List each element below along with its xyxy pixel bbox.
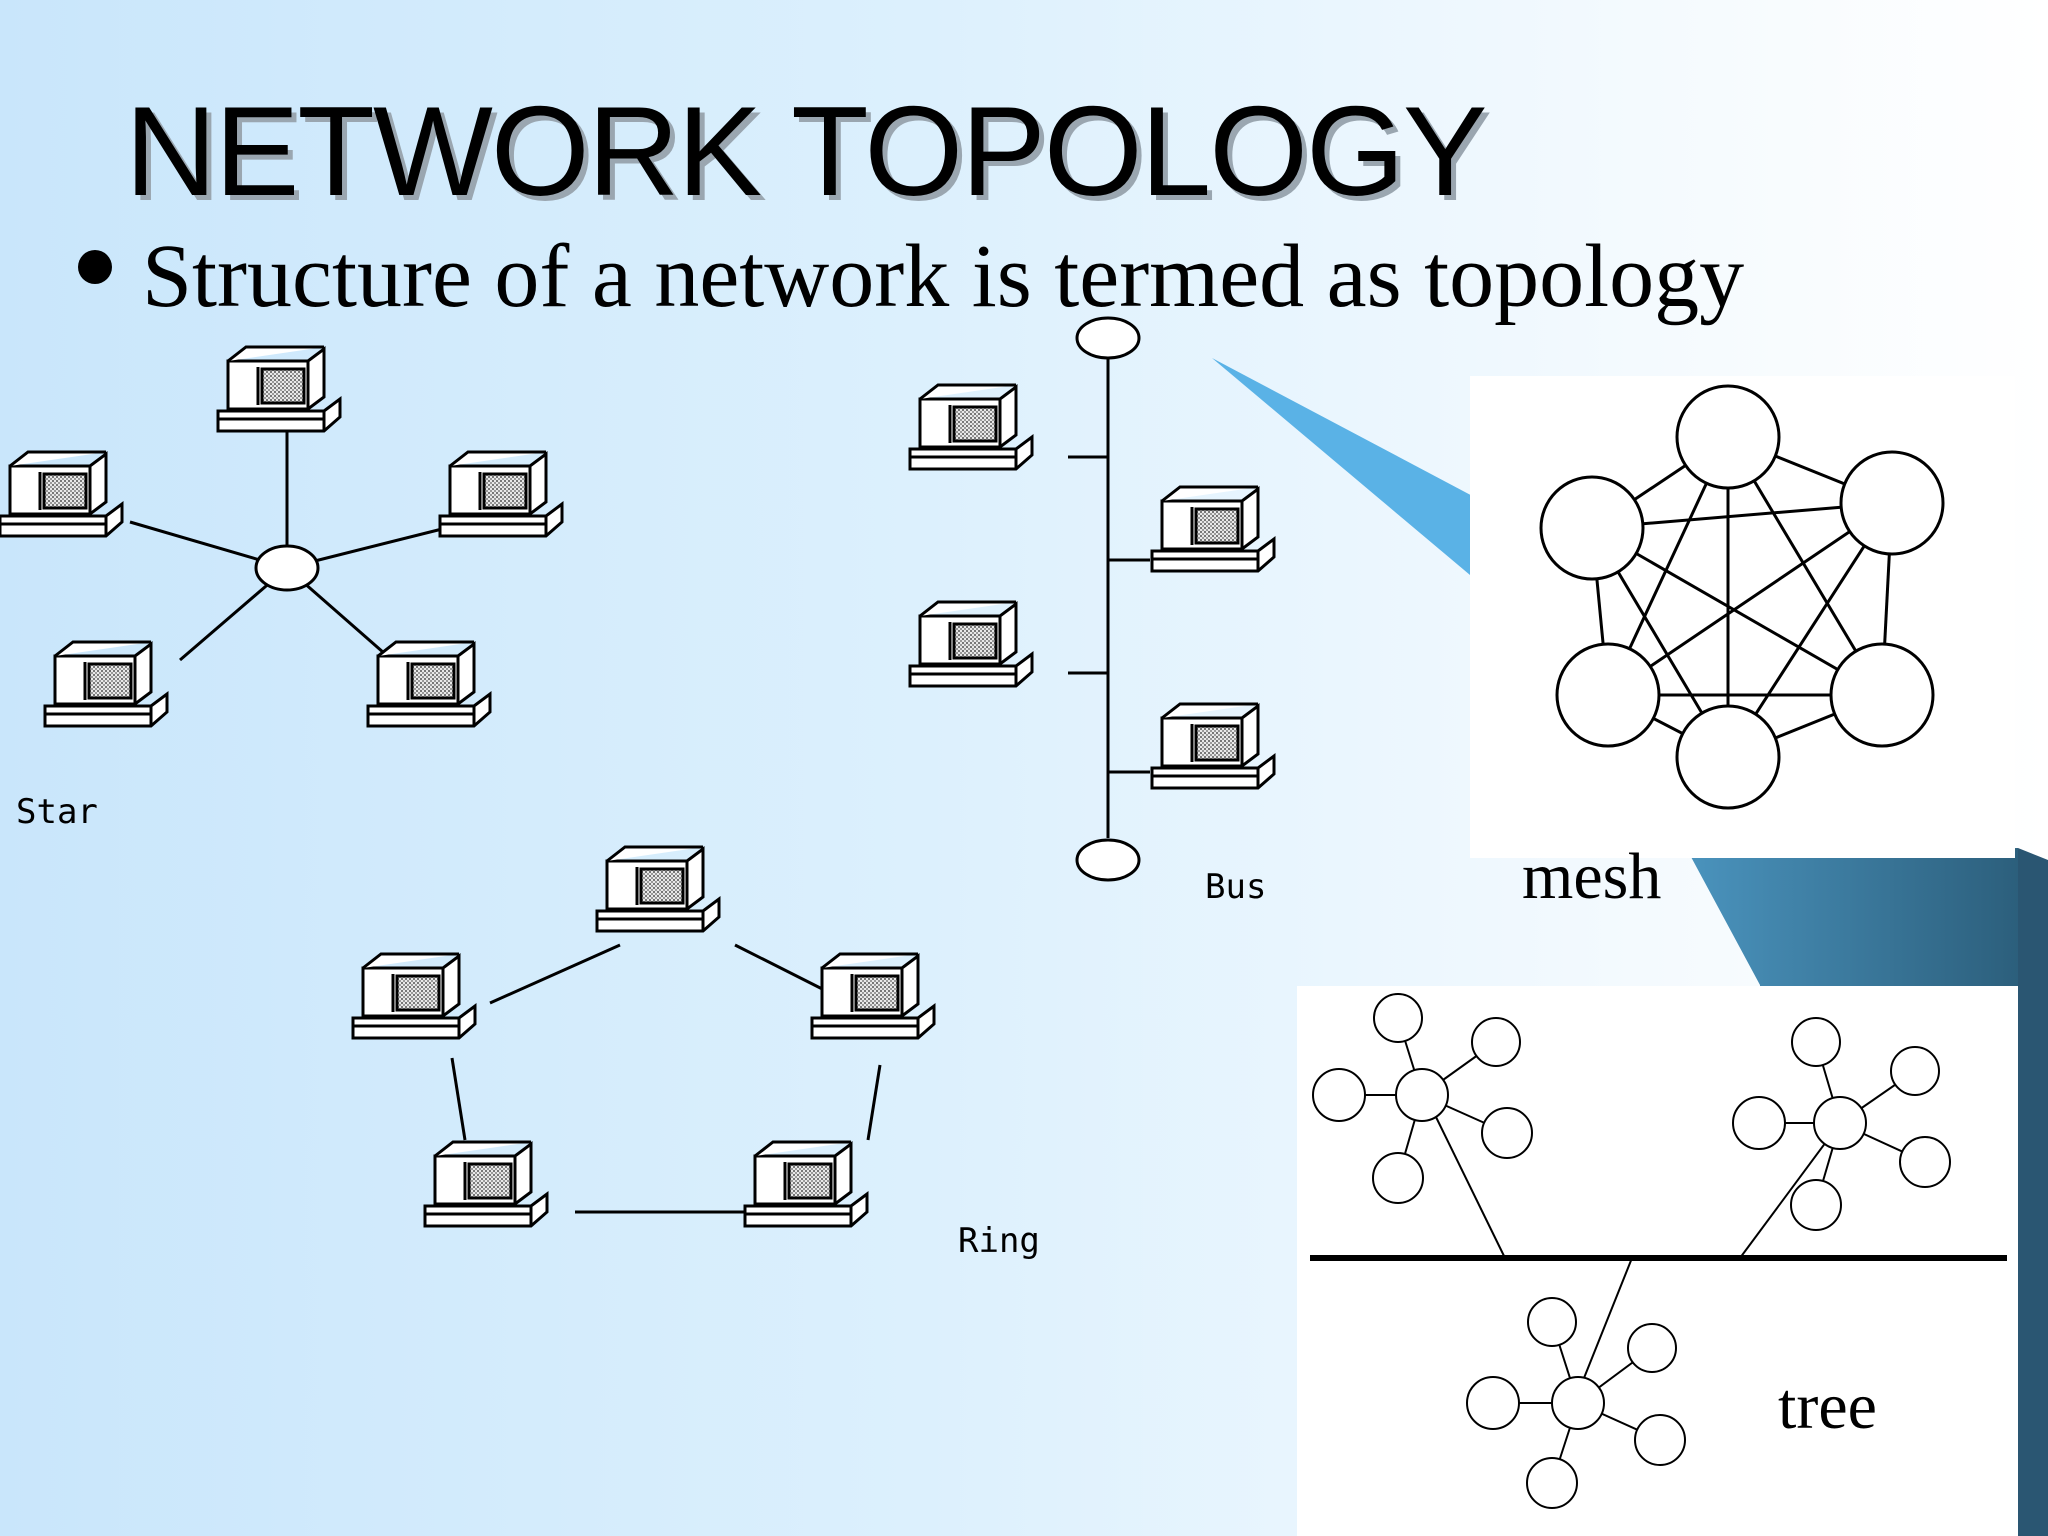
- bus-topology: Bus: [908, 316, 1276, 907]
- computer-icon: [438, 450, 564, 538]
- accent-band-edge: [2018, 848, 2048, 1536]
- tree-node: [1526, 1457, 1578, 1509]
- tree-node: [1790, 1179, 1842, 1231]
- computer-icon: [595, 845, 721, 933]
- tree-node: [1813, 1096, 1867, 1150]
- tree-node: [1551, 1376, 1605, 1430]
- computer-icon: [743, 1140, 869, 1228]
- mesh-node: [1675, 384, 1781, 490]
- computer-icon: [908, 600, 1034, 688]
- tree-label: tree: [1778, 1370, 1877, 1443]
- tree-node: [1890, 1046, 1940, 1096]
- tree-node: [1312, 1068, 1366, 1122]
- tree-node: [1481, 1107, 1533, 1159]
- bullet-text: Structure of a network is termed as topo…: [142, 227, 1745, 326]
- mesh-node: [1555, 642, 1661, 748]
- bullet-dot: [78, 250, 112, 284]
- tree-node: [1372, 1152, 1424, 1204]
- tree-node: [1471, 1017, 1521, 1067]
- tree-node: [1527, 1297, 1577, 1347]
- star-topology: Star: [0, 345, 564, 832]
- computer-icon: [43, 640, 169, 728]
- mesh-node: [1829, 642, 1935, 748]
- ring-label: Ring: [958, 1221, 1040, 1261]
- tree-node: [1634, 1414, 1686, 1466]
- computer-icon: [216, 345, 342, 433]
- bullet-item: Structure of a network is termed as topo…: [68, 225, 1744, 328]
- computer-icon: [423, 1140, 549, 1228]
- computer-icon: [366, 640, 492, 728]
- ring-topology: Ring: [351, 845, 1040, 1261]
- computer-icon: [1150, 702, 1276, 790]
- computer-icon: [351, 952, 477, 1040]
- tree-node: [1373, 993, 1423, 1043]
- mesh-label: mesh: [1522, 840, 1661, 913]
- tree-topology: tree: [1297, 986, 2018, 1536]
- mesh-node: [1839, 450, 1945, 556]
- accent-wedge: [1212, 358, 1480, 575]
- bus-terminator: [1075, 838, 1141, 882]
- tree-node: [1395, 1068, 1449, 1122]
- mesh-node: [1539, 475, 1645, 581]
- tree-node: [1899, 1136, 1951, 1188]
- tree-node: [1791, 1017, 1841, 1067]
- mesh-node: [1675, 704, 1781, 810]
- computer-icon: [0, 450, 124, 538]
- bus-terminator: [1075, 316, 1141, 360]
- mesh-topology: mesh: [1470, 376, 2015, 913]
- tree-node: [1732, 1096, 1786, 1150]
- bus-label: Bus: [1205, 867, 1266, 907]
- computer-icon: [810, 952, 936, 1040]
- computer-icon: [1150, 485, 1276, 573]
- star-label: Star: [16, 792, 98, 832]
- slide-title: NETWORK TOPOLOGY: [125, 80, 1488, 222]
- star-hub: [254, 544, 320, 592]
- tree-node: [1627, 1323, 1677, 1373]
- computer-icon: [908, 383, 1034, 471]
- tree-node: [1466, 1376, 1520, 1430]
